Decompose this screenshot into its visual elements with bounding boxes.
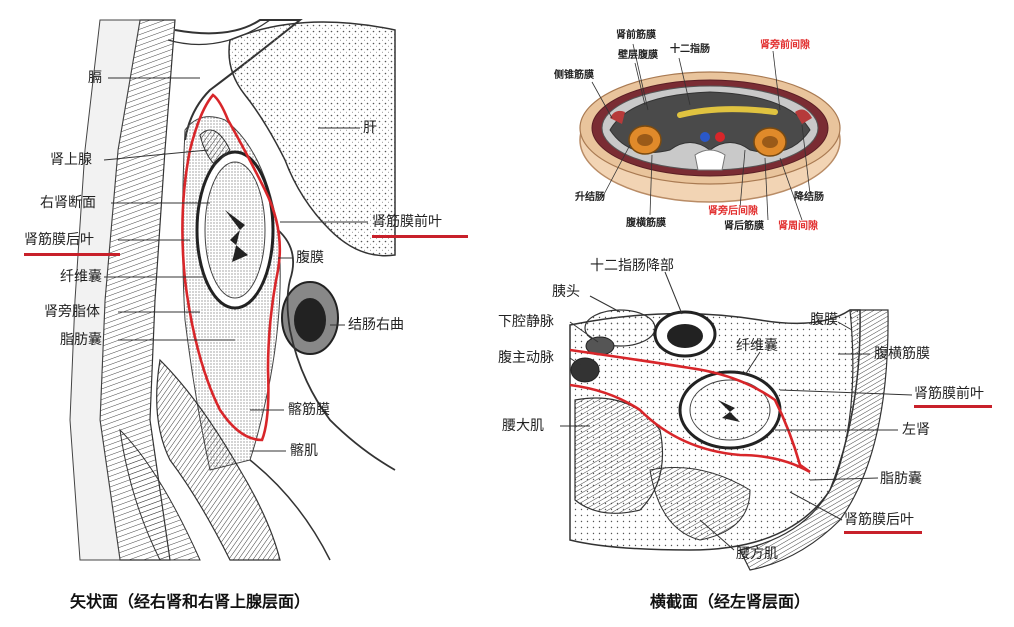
label-posterior-pararenal-space: 肾旁后间隙 [708,206,758,217]
label-duodenum-3d: 十二指肠 [670,44,710,55]
label-descending-duodenum: 十二指肠降部 [590,258,674,274]
label-posterior-renal-fascia: 肾筋膜后叶 [24,232,94,248]
underline-anterior-renal-fascia-t [914,405,992,408]
underline-anterior-renal-fascia [372,235,468,238]
label-anterior-pararenal-space: 肾旁前间隙 [760,40,810,51]
label-iliac-muscle: 髂肌 [290,443,318,459]
label-fat-capsule-t: 脂肪囊 [880,471,922,487]
label-fibrous-capsule: 纤维囊 [60,269,102,285]
label-psoas: 腰大肌 [502,418,544,434]
transverse-illustration [560,271,913,571]
label-posterior-renal-fascia-3d: 肾后筋膜 [724,221,764,232]
sagittal-caption: 矢状面（经右肾和右肾上腺层面） [70,592,311,611]
label-peritoneum: 腹膜 [296,250,324,266]
label-lateroconal-fascia: 侧锥筋膜 [554,70,594,81]
label-fat-capsule: 脂肪囊 [60,332,102,348]
label-quadratus: 腰方肌 [736,546,778,562]
label-perirenal-space: 肾周间隙 [778,221,818,232]
label-adrenal: 肾上腺 [50,152,92,168]
overview-panel: 肾前筋膜 壁层腹膜 十二指肠 肾旁前间隙 侧锥筋膜 升结肠 腹横筋膜 肾旁后间隙… [540,0,1014,250]
underline-posterior-renal-fascia-t [844,531,922,534]
label-fibrous-capsule-t: 纤维囊 [736,338,778,354]
label-ascending-colon: 升结肠 [575,192,605,203]
label-parietal-peritoneum: 壁层腹膜 [618,50,658,61]
label-pancreas-head: 胰头 [552,284,580,300]
label-descending-colon: 降结肠 [794,192,824,203]
label-posterior-renal-fascia-t: 肾筋膜后叶 [844,512,914,528]
sagittal-illustration [69,19,396,561]
label-right-kidney-section: 右肾断面 [40,195,96,211]
transverse-panel: 十二指肠降部 胰头 下腔静脉 腹主动脉 腰大肌 纤维囊 腹膜 腹横筋膜 肾筋膜前… [490,250,1014,627]
label-left-kidney: 左肾 [902,422,930,438]
label-anterior-renal-fascia-t: 肾筋膜前叶 [914,386,984,402]
label-transversalis-fascia-t: 腹横筋膜 [874,346,930,362]
label-anterior-renal-fascia: 肾筋膜前叶 [372,214,442,230]
label-pararenal-fat: 肾旁脂体 [44,304,100,320]
label-liver: 肝 [363,120,377,136]
label-ivc: 下腔静脉 [498,314,554,330]
label-iliac-fascia: 髂筋膜 [288,402,330,418]
label-anterior-renal-fascia-3d: 肾前筋膜 [616,30,656,41]
transverse-caption: 横截面（经左肾层面） [650,592,811,611]
label-diaphragm: 膈 [88,70,102,86]
sagittal-panel: 膈 肝 肾上腺 右肾断面 肾筋膜后叶 肾筋膜前叶 纤维囊 腹膜 肾旁脂体 结肠右… [0,0,500,627]
overview-illustration [579,43,841,221]
label-transversalis-fascia-3d: 腹横筋膜 [626,218,666,229]
underline-posterior-renal-fascia [24,253,120,256]
label-peritoneum-t: 腹膜 [810,312,838,328]
label-aorta: 腹主动脉 [498,350,554,366]
label-colon-flexure: 结肠右曲 [348,317,404,333]
sagittal-leaders [103,77,368,452]
